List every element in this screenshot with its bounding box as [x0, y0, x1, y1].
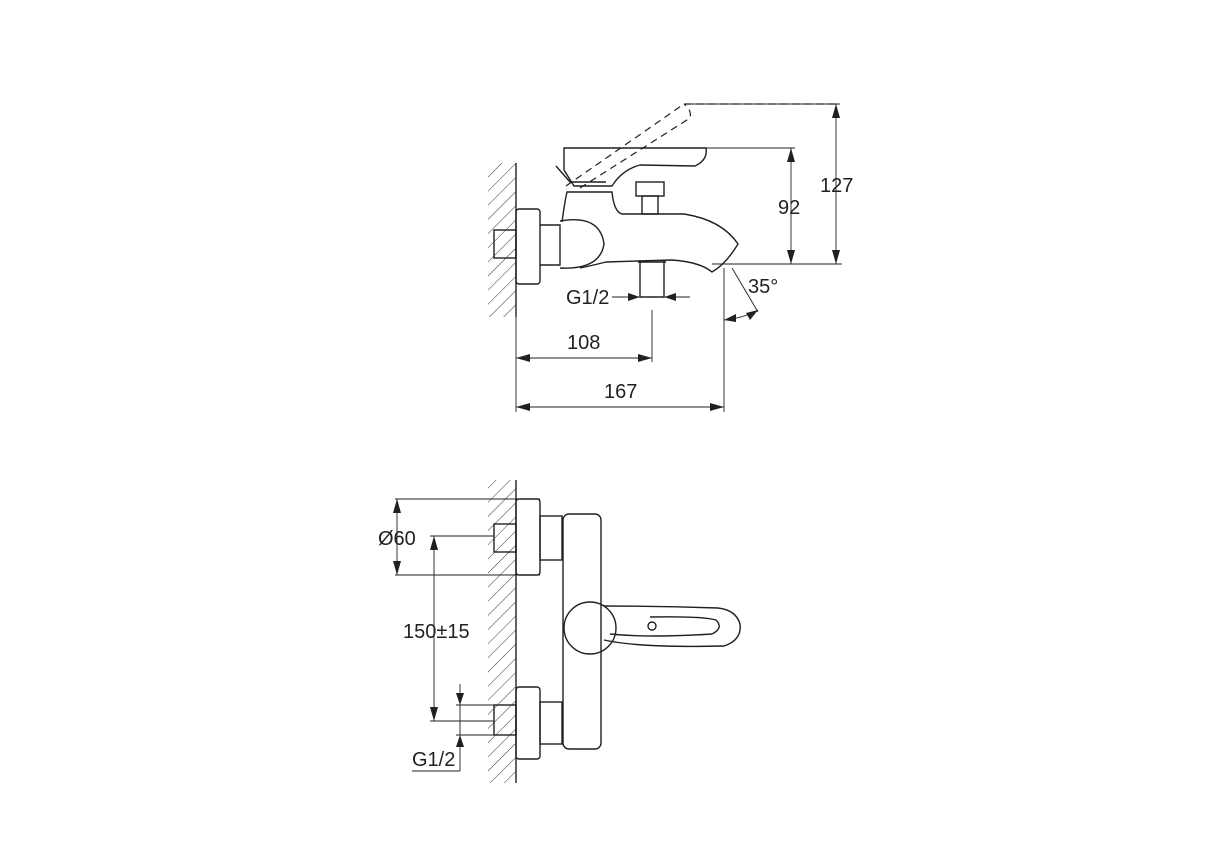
lever-slot: [609, 616, 720, 637]
outlet-connector: [638, 260, 666, 298]
top-flange: [515, 498, 541, 576]
diverter-stem: [641, 195, 659, 215]
diverter-knob: [635, 181, 665, 197]
mixer-body-front: [562, 513, 602, 750]
dim-diameter: Ø60: [378, 528, 416, 550]
mixer-body: [561, 191, 739, 273]
dim-centers: 150±15: [403, 621, 470, 643]
wall-hatch-front: [488, 480, 516, 783]
thread-label-side: G1/2: [566, 287, 609, 309]
dim-angle: 35°: [748, 276, 778, 298]
dim-height-spout: 92: [778, 197, 800, 219]
handle-hub: [563, 601, 617, 655]
thread-label-front: G1/2: [412, 749, 455, 771]
lever-hole-icon: [647, 621, 657, 631]
front-view: Ø60 150±15 G1/2: [378, 480, 741, 783]
lever-raised-outline: [565, 103, 838, 187]
side-view: 127 92 35° G1/2 108 167: [488, 103, 853, 412]
bottom-flange: [515, 686, 541, 760]
dim-width-outlet: 108: [567, 332, 600, 354]
lever-front: [603, 605, 741, 648]
lever-cap: [555, 165, 606, 183]
lever-handle: [563, 147, 707, 187]
dim-height-total: 127: [820, 175, 853, 197]
eccentric-nut: [540, 224, 561, 266]
bottom-eccentric-nut: [539, 701, 563, 745]
wall-hatch-side: [488, 163, 516, 317]
lever-raised-outline-lower: [579, 103, 691, 189]
dim-width-total: 167: [604, 381, 637, 403]
body-dome: [559, 219, 605, 269]
wall-flange: [515, 208, 541, 285]
top-eccentric-nut: [539, 515, 563, 561]
